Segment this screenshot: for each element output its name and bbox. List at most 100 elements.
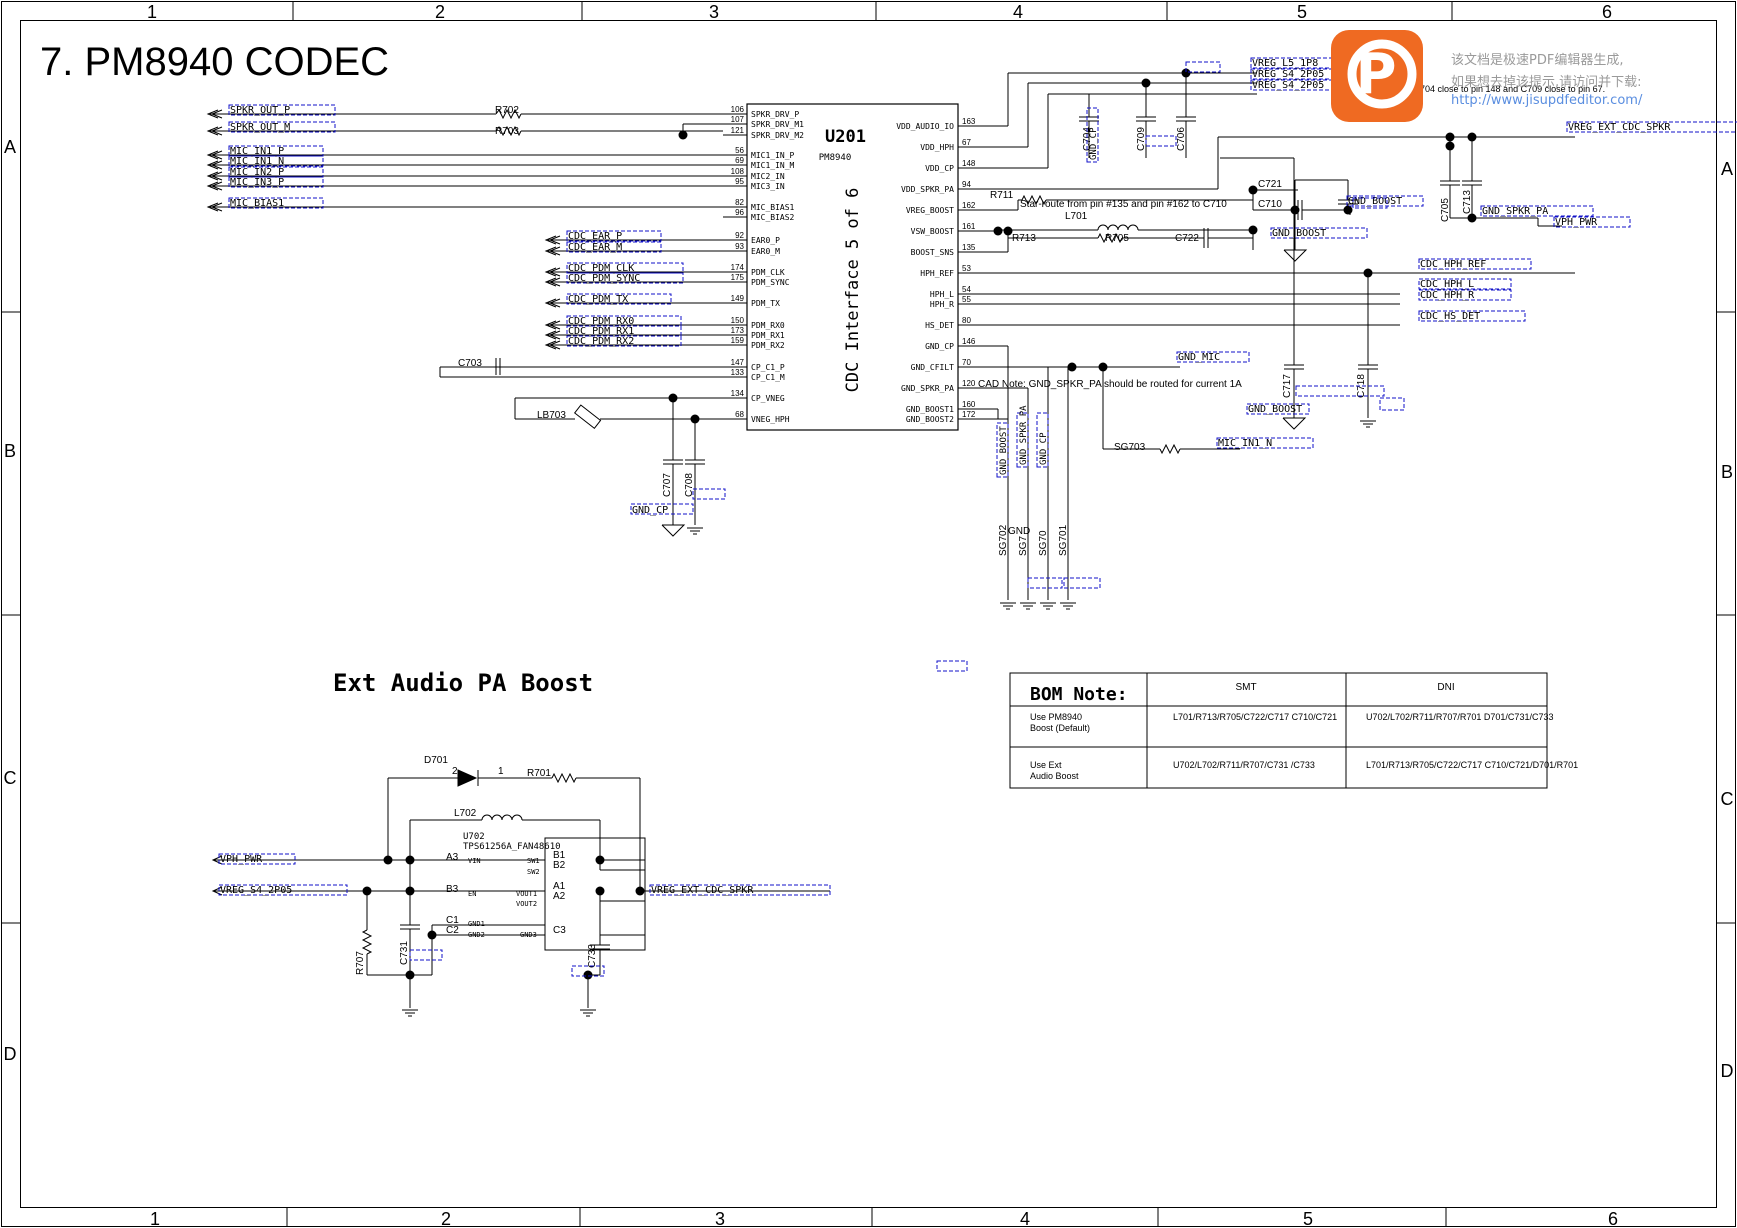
net-arrow — [210, 171, 223, 181]
net-arrow — [206, 160, 219, 170]
net-label-box — [566, 335, 682, 347]
u201-pin-number: 93 — [735, 242, 744, 251]
u201-pin-name: GND_BOOST1 — [906, 405, 954, 414]
c704-label: C704 — [1082, 127, 1093, 151]
watermark-url[interactable]: http://www.jisupdfeditor.com/ — [1451, 93, 1643, 108]
net-label: CDC_EAR_P — [568, 231, 622, 242]
net-label: MIC_IN1_N — [230, 156, 284, 167]
col-marker: 5 — [1303, 1209, 1313, 1228]
row-marker: B — [1721, 462, 1733, 482]
u201-pin-number: 95 — [735, 177, 744, 186]
star-route-note: Star-route from pin #135 and pin #162 to… — [1020, 199, 1227, 210]
u702-pin-numbers: A3 B3 C1 C2 B1 B2 A1 A2 C3 D701 2 1 R701… — [355, 755, 598, 975]
net-label: CDC_HPH_L — [1420, 279, 1474, 290]
col-marker: 2 — [435, 2, 445, 22]
u201-pin-number: 94 — [962, 180, 971, 189]
net-label: CDC_PDM_RX2 — [568, 336, 634, 347]
net-label-box — [228, 104, 336, 116]
cad-note: CAD Note: GND_SPKR_PA should be routed f… — [978, 379, 1242, 390]
u201-subtitle: CDC Interface 5 of 6 — [843, 188, 863, 393]
u702-pin-en: EN — [468, 890, 476, 898]
r707-label: R707 — [355, 951, 366, 975]
right-net-labels: VREG_L5_1P8VREG_S4_2P05VREG_S4_2P05VREG_… — [996, 57, 1737, 589]
r701-label: R701 — [527, 768, 551, 779]
vertical-net-label: GND_CP — [1039, 432, 1049, 465]
col-marker: 5 — [1297, 2, 1307, 22]
col-marker: 4 — [1020, 1209, 1030, 1228]
u201-pin-number: 82 — [735, 198, 744, 207]
watermark-logo-letter: P — [1355, 42, 1396, 107]
net-arrow — [544, 267, 557, 277]
u201-pin-number: 135 — [962, 243, 976, 252]
net-label-box — [228, 197, 324, 209]
gnd-cp-left: GND_CP — [630, 488, 726, 516]
net-arrow — [206, 126, 219, 136]
u201-pin-number: 134 — [731, 389, 745, 398]
u702-pin-b3: B3 — [446, 884, 459, 895]
net-arrow — [548, 330, 561, 340]
u702-pin-a2: A2 — [553, 891, 566, 902]
u201-pin-number: 147 — [731, 358, 745, 367]
u201-pin-name: MIC1_IN_P — [751, 151, 795, 160]
c707-label: C707 — [662, 473, 673, 497]
u702-pin-c1: C1 — [446, 915, 459, 926]
net-label: GND_MIC — [1178, 352, 1220, 363]
u201-right-pins: 163VDD_AUDIO_IO67VDD_HPH148VDD_CP94VDD_S… — [896, 117, 982, 424]
net-label-box — [1246, 403, 1310, 415]
net-label-box — [1086, 107, 1099, 163]
u201-pin-name: HS_DET — [925, 321, 954, 330]
net-label-box — [228, 145, 324, 157]
u702-pin-c3: C3 — [553, 925, 566, 936]
net-arrow — [210, 109, 223, 119]
u201-pin-number: 149 — [731, 294, 745, 303]
net-label-box — [1036, 412, 1049, 468]
col-marker: 3 — [715, 1209, 725, 1228]
net-label-box — [1553, 216, 1631, 228]
sheet-title: 7. PM8940 CODEC — [40, 40, 389, 84]
net-arrow — [548, 320, 561, 330]
u201-ref: U201 — [825, 127, 866, 147]
vreg-s4-net: VREG_S4_2P05 — [220, 885, 292, 896]
u201-pin-name: HPH_REF — [920, 269, 954, 278]
u201-pin-name: SPKR_DRV_M2 — [751, 131, 804, 140]
ext-pa-junctions — [362, 855, 645, 980]
u702-pin-a3: A3 — [446, 852, 459, 863]
net-label-box — [1145, 135, 1177, 147]
watermark: P 该文档是极速PDF编辑器生成, 如果想去掉该提示,请访问并下载: http:… — [1331, 30, 1643, 122]
net-arrow — [206, 181, 219, 191]
sg702-label: SG702 — [998, 524, 1009, 556]
u702-pin-a1: A1 — [553, 881, 566, 892]
u702-body — [544, 837, 646, 951]
u702-part: TPS61256A_FAN48610 — [463, 842, 561, 852]
u201-pin-name: PDM_SYNC — [751, 278, 790, 287]
watermark-line2: 如果想去掉该提示,请访问并下载: — [1451, 74, 1642, 90]
u201-pin-name: CP_C1_M — [751, 373, 785, 382]
net-label-box — [566, 293, 672, 305]
net-arrow — [206, 150, 219, 160]
d701-pin1: 1 — [498, 766, 504, 777]
u201-pin-number: 92 — [735, 231, 744, 240]
vertical-net-label: GND_CP — [1089, 127, 1099, 160]
row-marker: D — [4, 1044, 17, 1064]
right-junctions — [993, 68, 1477, 372]
net-label: VREG_S4_2P05 — [1252, 80, 1324, 91]
net-arrow — [210, 181, 223, 191]
u201-pin-name: HPH_L — [930, 290, 954, 299]
left-component-labels: R702 R703 C703 LB703 C707 C708 — [458, 105, 695, 497]
vertical-net: GND_SPKR_PA — [1016, 405, 1029, 468]
u201-pin-number: 174 — [731, 263, 745, 272]
u702-pin-b1: B1 — [553, 850, 566, 861]
right-component-labels: C704 C709 C706 R711 L701 R713 R705 C722 … — [978, 84, 1605, 556]
bom-row-smt: U702/L702/R711/R707/C731 /C733 — [1173, 760, 1315, 770]
net-arrow — [210, 160, 223, 170]
col-marker: 6 — [1602, 2, 1612, 22]
r705-label: R705 — [1105, 233, 1129, 244]
net-label-box — [1566, 121, 1737, 133]
net-arrow — [544, 277, 557, 287]
u201-pin-number: 173 — [731, 326, 745, 335]
net-arrow — [544, 235, 557, 245]
ext-pa-net-labels: VPH_PWR VREG_S4_2P05 VREG_EXT_CDC_SPKR — [218, 660, 968, 977]
